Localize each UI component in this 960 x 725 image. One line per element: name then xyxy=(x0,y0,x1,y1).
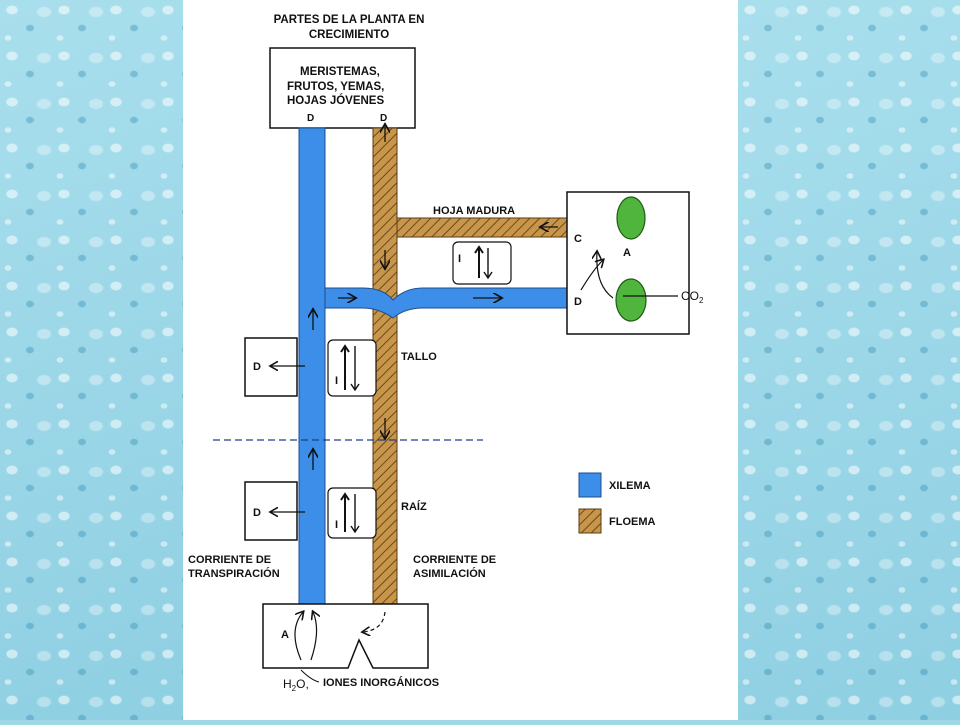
legend-label-xilema: XILEMA xyxy=(609,480,651,492)
leaf-label-d: D xyxy=(574,296,582,308)
diagram-panel: PARTES DE LA PLANTA EN CRECIMIENTO MERIS… xyxy=(183,0,738,720)
xylem-vessel xyxy=(298,127,568,605)
chloroplast-1 xyxy=(616,196,646,240)
asim-line-2: ASIMILACIÓN xyxy=(413,567,486,580)
title-line-1: PARTES DE LA PLANTA EN xyxy=(274,14,425,26)
top-d-left: D xyxy=(307,113,314,124)
co2-label: CO2 xyxy=(681,289,704,305)
lateral-sink-box-2 xyxy=(244,481,298,541)
asim-line-1: CORRIENTE DE xyxy=(413,554,496,566)
legend: XILEMA FLOEMA xyxy=(578,472,655,534)
phloem-vessel xyxy=(372,127,568,605)
hoja-madura-label: HOJA MADURA xyxy=(433,205,515,217)
title-line-2: CRECIMIENTO xyxy=(309,29,389,41)
root-label-a: A xyxy=(281,629,289,641)
legend-label-floema: FLOEMA xyxy=(609,516,655,528)
growing-parts-box xyxy=(269,47,416,129)
stem-transfer-i: I xyxy=(335,375,338,387)
transfer-box-leaf xyxy=(452,241,512,285)
flow-arrows xyxy=(313,125,558,470)
plant-transport-diagram: PARTES DE LA PLANTA EN CRECIMIENTO MERIS… xyxy=(188,14,704,693)
transfer-box-root xyxy=(327,487,377,539)
water-drop-background-left xyxy=(0,0,183,720)
tallo-label: TALLO xyxy=(401,351,437,363)
iones-label: IONES INORGÁNICOS xyxy=(323,676,439,689)
sink-line-2: FRUTOS, YEMAS, xyxy=(287,81,384,93)
transp-line-2: TRANSPIRACIÓN xyxy=(188,567,280,580)
water-drop-background-right xyxy=(738,0,960,720)
raiz-label: RAÍZ xyxy=(401,500,427,513)
root-transfer-i: I xyxy=(335,519,338,531)
sink-line-3: HOJAS JÓVENES xyxy=(287,94,384,107)
transp-line-1: CORRIENTE DE xyxy=(188,554,271,566)
top-d-right: D xyxy=(380,113,387,124)
lateral-d-2: D xyxy=(253,507,261,519)
chloroplast-2 xyxy=(615,278,647,322)
sink-line-1: MERISTEMAS, xyxy=(300,66,380,78)
legend-swatch-floema xyxy=(578,508,602,534)
lateral-d-1: D xyxy=(253,361,261,373)
legend-swatch-xilema xyxy=(578,472,602,498)
transfer-box-stem xyxy=(327,339,377,397)
h2o-label: H2O, xyxy=(283,677,309,693)
leaf-label-c: C xyxy=(574,233,582,245)
leaf-label-a: A xyxy=(623,247,631,259)
leaf-transfer-i: I xyxy=(458,253,461,265)
